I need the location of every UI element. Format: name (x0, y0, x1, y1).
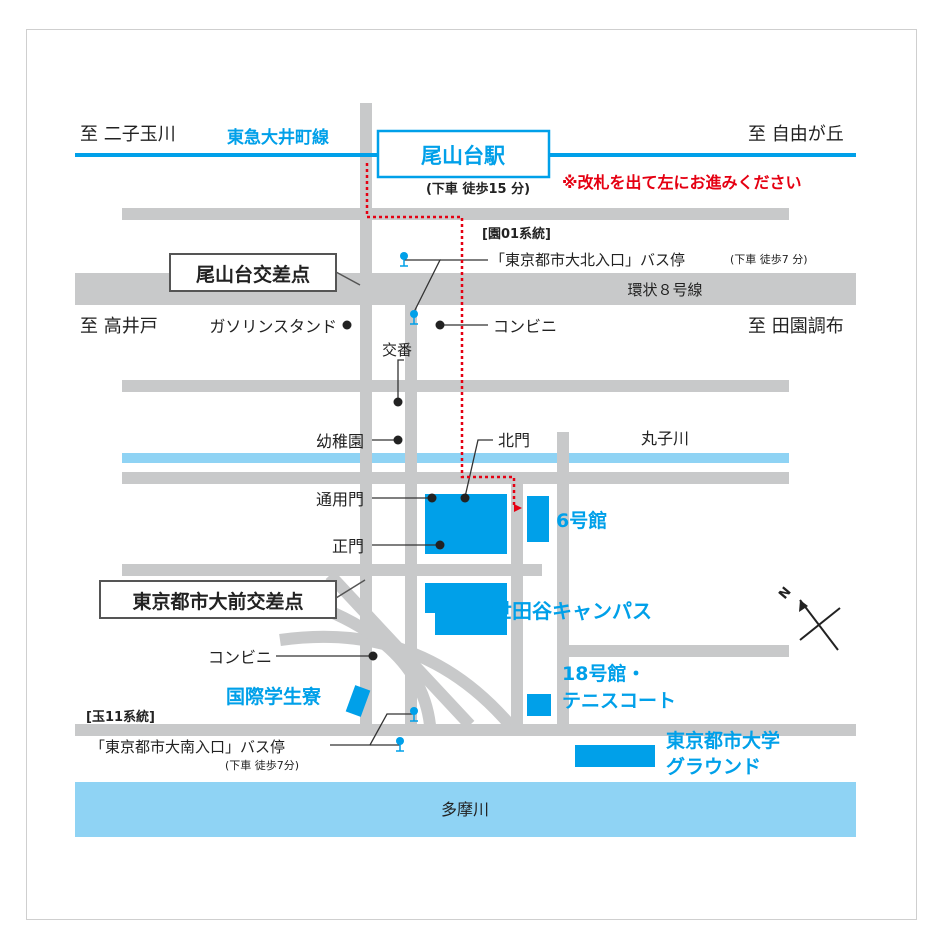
service-gate-label: 通用門 (316, 490, 364, 509)
road-v-360 (360, 103, 372, 736)
direction-west-road: 至 高井戸 (80, 316, 158, 337)
kanjo8-label: 環状８号線 (627, 281, 702, 299)
conbini-south-label: コンビニ (208, 648, 272, 667)
bus-stop-north-icon-2 (410, 310, 418, 325)
map-frame (26, 29, 917, 920)
station-name: 尾山台駅 (421, 144, 506, 168)
leader-northgate (464, 439, 493, 498)
road-h-473 (122, 472, 789, 484)
station-notice: ※改札を出て左にお進みください (562, 173, 802, 192)
compass-label: N (776, 585, 794, 603)
road-h-565 (122, 564, 542, 576)
bus-north-stop: 「東京都市大北入口」バス停 (490, 251, 685, 269)
bus-south-stop: 「東京都市大南入口」バス停 (90, 738, 285, 756)
kindergarten-dot (393, 435, 403, 445)
dormitory-label: 国際学生寮 (226, 685, 322, 708)
road-h-208 (122, 208, 789, 220)
bldg6-label: 6号館 (556, 509, 607, 532)
north-gate-dot (460, 493, 470, 503)
bus-north-walk: (下車 徒歩7 分) (730, 252, 808, 266)
marukogawa-river (122, 453, 789, 463)
bldg18-label-2: テニスコート (562, 690, 676, 712)
service-gate-dot (427, 493, 437, 503)
road-v-406 (405, 305, 417, 725)
bus-south-walk: (下車 徒歩7分) (225, 758, 299, 772)
railway-line-label: 東急大井町線 (227, 127, 329, 148)
compass (799, 599, 841, 651)
north-gate-label: 北門 (498, 431, 530, 450)
direction-east-rail: 至 自由が丘 (748, 124, 844, 145)
bus-stop-south-icon-2 (396, 737, 404, 752)
leader-busstop-south (330, 713, 414, 746)
daigakumae-leader (335, 579, 366, 599)
oyamadai-intersection-label: 尾山台交差点 (196, 263, 310, 286)
marukogawa-label: 丸子川 (641, 429, 689, 448)
ground-block (575, 745, 655, 767)
road-h-652 (568, 645, 789, 657)
poi-dots (342, 320, 470, 661)
tamagawa-river (75, 782, 856, 837)
direction-east-road: 至 田園調布 (748, 316, 844, 337)
bldg18-block (527, 694, 551, 716)
diag-road (325, 570, 475, 730)
buildings (345, 494, 655, 767)
conbini-label: コンビニ (493, 317, 557, 336)
koban-label: 交番 (382, 341, 412, 359)
oyamadai-leader (335, 271, 361, 286)
leader-lines (276, 259, 493, 746)
campus-block-a (425, 583, 507, 613)
bus-north-route: [園01系統] (482, 226, 551, 242)
bus-stop-north-icon-1 (400, 252, 408, 267)
campus-label: 世田谷キャンパス (492, 599, 652, 623)
gas-station-label: ガソリンスタンド (209, 317, 337, 336)
gas-station-dot (342, 320, 352, 330)
road-v-515 (511, 484, 523, 724)
route-arrow-icon (514, 504, 522, 512)
road-network (75, 103, 856, 736)
conbini-dot (435, 320, 445, 330)
road-v-562 (557, 432, 569, 724)
campus-block-b (435, 610, 507, 635)
road-h-727 (75, 724, 856, 736)
kindergarten-label: 幼稚園 (316, 432, 364, 451)
road-h-380 (122, 380, 789, 392)
main-gate-dot (435, 540, 445, 550)
ground-label-2: グラウンド (666, 755, 761, 778)
direction-west-rail: 至 二子玉川 (80, 124, 176, 145)
bus-stop-icons (396, 252, 418, 752)
daigakumae-intersection-label: 東京都市大前交差点 (132, 590, 303, 613)
koban-dot (393, 397, 403, 407)
ground-label-1: 東京都市大学 (666, 729, 780, 752)
bus-south-route: [玉11系統] (86, 709, 155, 725)
tamagawa-label: 多摩川 (441, 800, 489, 819)
leader-koban (397, 359, 404, 400)
conbini-south-dot (368, 651, 378, 661)
daigakumae-intersection-box (99, 580, 337, 619)
station-box (376, 129, 551, 179)
bldg6-block (527, 496, 549, 542)
station-walk-time: (下車 徒歩15 分) (426, 181, 530, 197)
oyamadai-intersection-box (169, 253, 337, 292)
bus-stop-south-icon-1 (410, 707, 418, 722)
walking-route (365, 163, 516, 508)
bldg18-label-1: 18号館・ (562, 662, 645, 685)
dormitory-block (345, 685, 371, 717)
main-gate-label: 正門 (332, 537, 364, 556)
